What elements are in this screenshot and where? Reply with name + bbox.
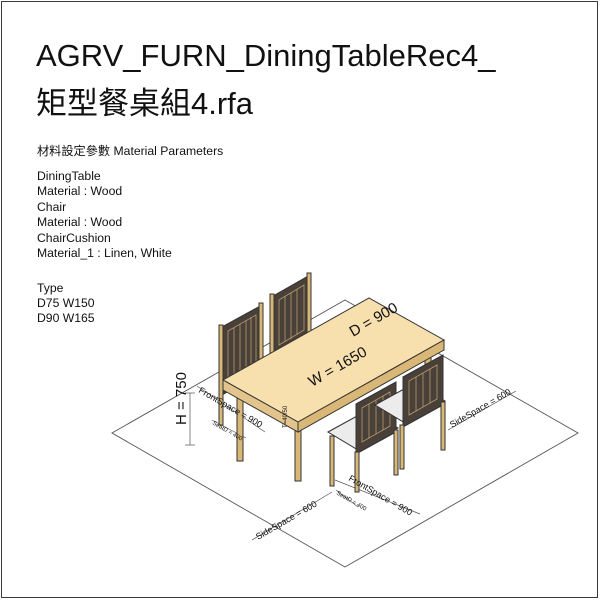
family-title-line-1: AGRV_FURN_DiningTableRec4_ [36,38,496,73]
tabletop-thickness-label: T=40/50 [283,405,289,428]
height-dimension-label: H = 750 [173,372,190,425]
material-line: Material_1 : Linen, White [37,246,172,260]
side-space-right-label: SideSpace = 600 [448,387,513,430]
type-item: D90 W165 [37,311,95,325]
chair-front-right [373,354,447,470]
material-line: Material : Wood [37,215,123,229]
clearance-outline [111,299,579,568]
table-top [221,297,446,433]
material-parameters-heading: 材料設定參數 Material Parameters [37,144,224,158]
material-line: Chair [37,200,67,214]
dimension-lines [185,385,517,541]
front-space-bottom-label: FrontSpace = 900 [347,473,414,518]
material-line: ChairCushion [37,231,111,245]
material-line: Material : Wood [37,184,123,198]
material-line: DiningTable [37,169,101,183]
family-title-line-2: 矩型餐桌組4.rfa [36,86,254,121]
seat-depth-bottom-label: SeatD = 400 [335,491,368,513]
type-heading: Type [37,281,64,295]
type-item: D75 W150 [37,296,95,310]
